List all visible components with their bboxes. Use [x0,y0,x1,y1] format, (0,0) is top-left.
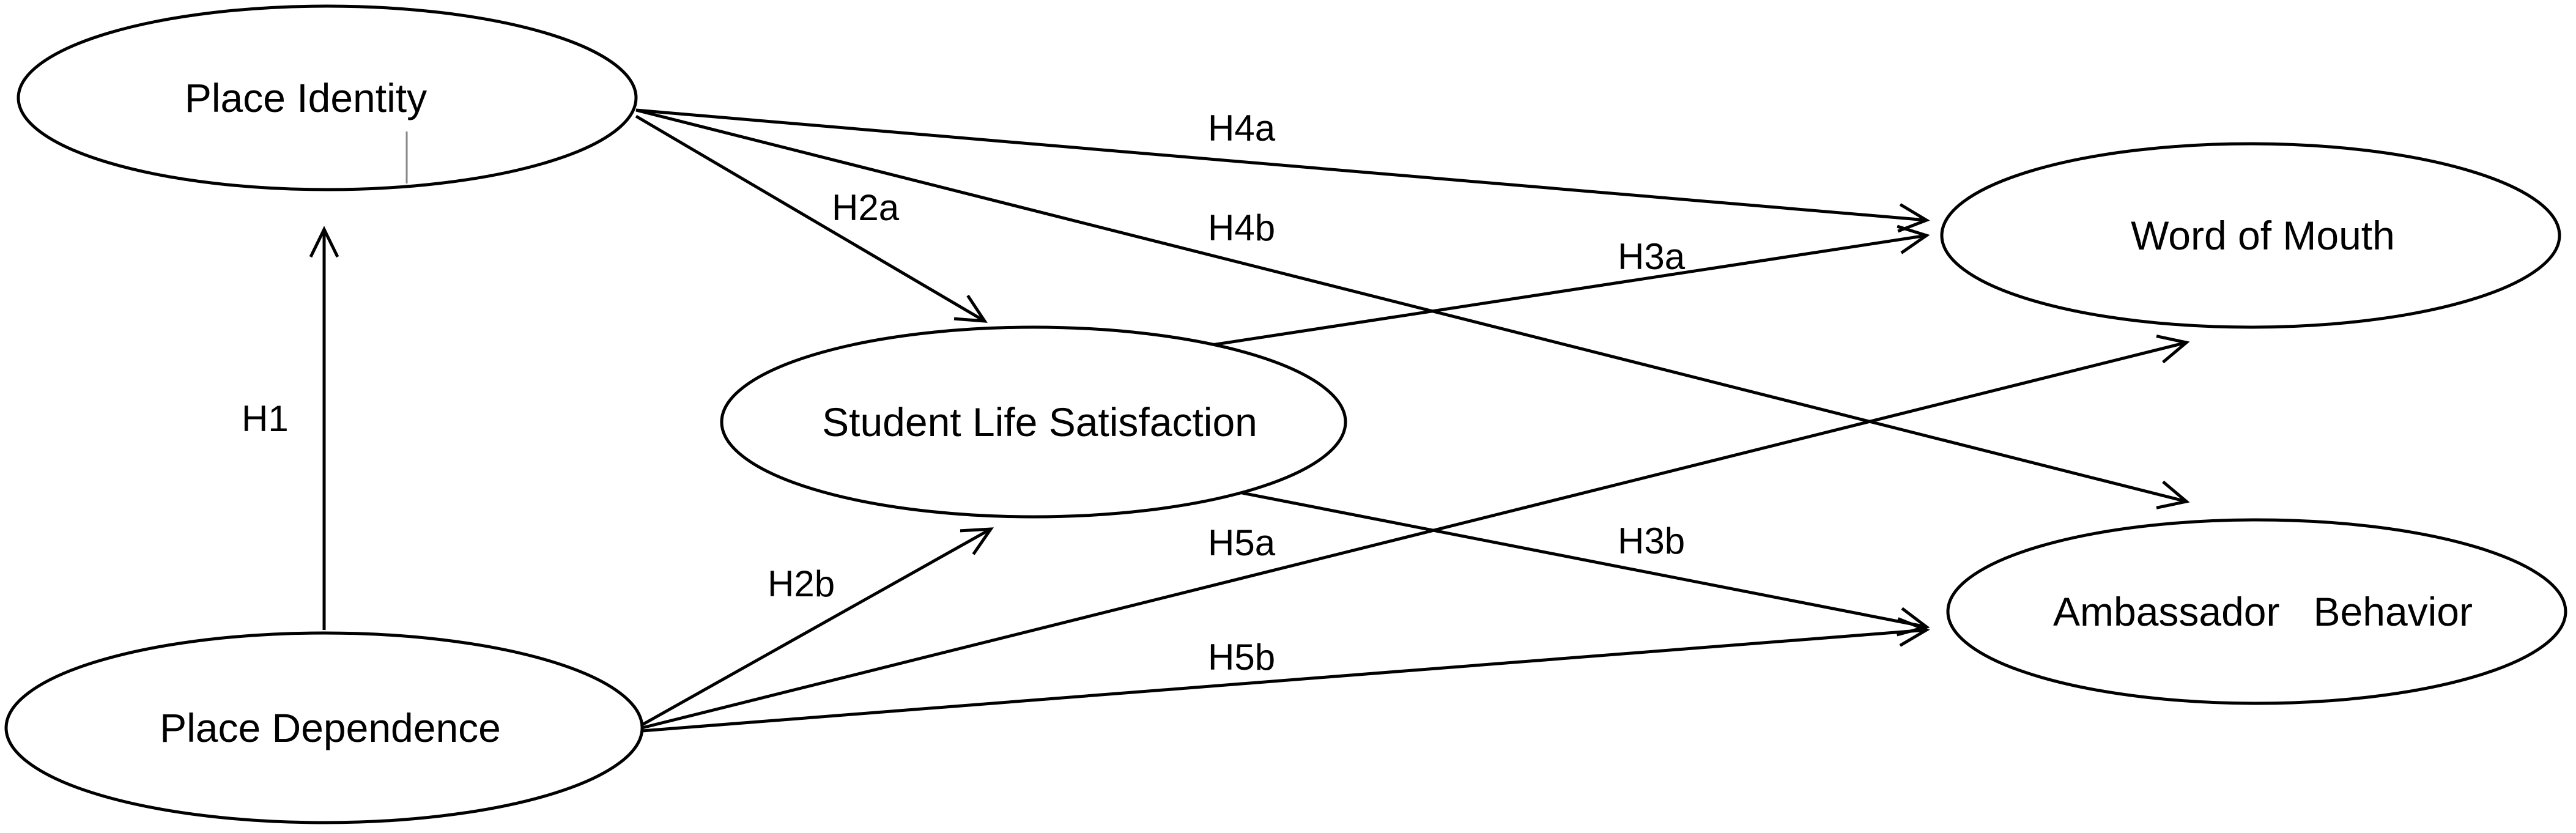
edge-h2a-arrowhead [953,294,988,323]
node-label-ambassador-behavior: Ambassador Behavior [2053,589,2473,634]
edge-h3a-arrowhead [1897,224,1930,254]
edge-h3b [1207,484,1927,629]
arrowheads [309,203,2190,647]
edge-h5b-arrowhead [1897,617,1930,647]
edge-h3a [1207,234,1927,347]
edge-label-h3a: H3a [1618,236,1686,277]
edge-h4a [635,108,1927,222]
node-word-of-mouth: Word of Mouth [1940,142,2561,329]
node-place-identity: Place Identity [17,4,638,191]
node-label-word-of-mouth: Word of Mouth [2131,213,2395,258]
node-ambassador-behavior: Ambassador Behavior [1946,518,2567,705]
edge-h5a-arrowhead [2156,335,2190,364]
edge-label-h5b: H5b [1208,637,1275,678]
node-place-dependence: Place Dependence [4,631,644,824]
edge-label-h4b: H4b [1208,207,1275,248]
edge-h2b [641,527,992,727]
edge-h5a [642,341,2187,730]
edge-h1-arrowhead [309,226,339,258]
node-student-life-satisfaction: Student Life Satisfaction [720,325,1347,519]
edge-label-h2a: H2a [832,187,900,228]
edge-label-h2b: H2b [768,563,835,604]
edge-h4b-arrowhead [2156,480,2190,509]
edge-label-h4a: H4a [1208,108,1276,149]
edge-h5b [642,628,1927,733]
edge-labels: H1 H2a H2b H3a H3b H4a H4b H5a H5b [242,108,1686,678]
node-label-student-life-satisfaction: Student Life Satisfaction [822,399,1257,445]
edge-h4b [635,108,2187,503]
edge-h2b-arrowhead [960,527,994,555]
edge-h4a-arrowhead [1897,203,1930,233]
edge-h2a [635,114,986,323]
node-label-place-identity: Place Identity [185,75,427,120]
edges [322,108,2187,733]
node-label-place-dependence: Place Dependence [160,705,501,750]
edge-h3b-arrowhead [1896,607,1930,637]
edge-label-h1: H1 [242,398,289,439]
edge-label-h3b: H3b [1618,520,1685,561]
edge-label-h5a: H5a [1208,522,1276,563]
